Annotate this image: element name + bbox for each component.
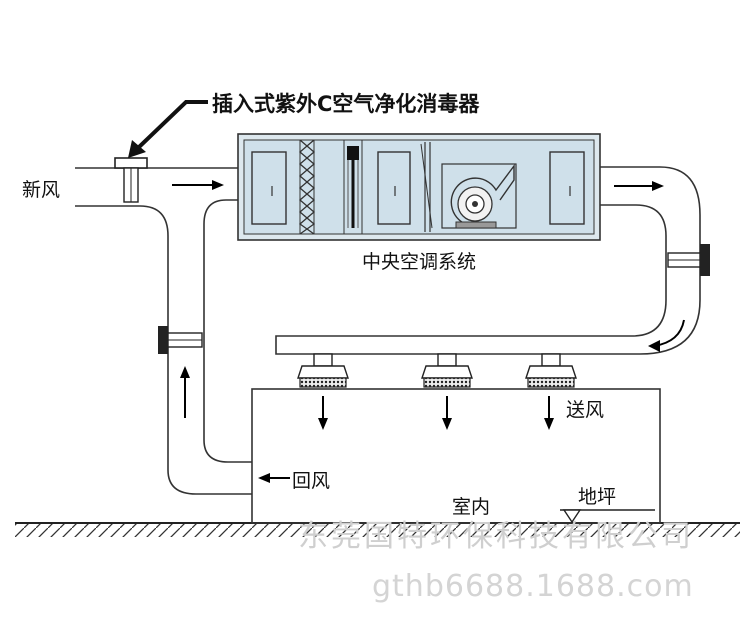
diffusers xyxy=(297,353,577,388)
diffuser xyxy=(421,353,473,388)
watermark-company: 东莞国特环保科技有限公司 xyxy=(298,519,694,554)
watermark-site: gthb6688.1688.com xyxy=(372,569,694,604)
floor-label: 地坪 xyxy=(578,486,616,508)
return-air-label: 回风 xyxy=(292,470,330,492)
arrow-down-icon xyxy=(318,396,328,430)
uv-device-supply xyxy=(667,244,710,276)
diffuser xyxy=(525,353,577,388)
device-title: 插入式紫外C空气净化消毒器 xyxy=(212,92,480,116)
arrow-right-icon xyxy=(172,180,224,190)
uv-device-return xyxy=(158,326,203,354)
supply-air-label: 送风 xyxy=(566,399,604,421)
uv-device-fresh xyxy=(114,157,148,203)
indoor-room xyxy=(251,388,661,524)
arrow-curve-icon xyxy=(648,319,685,352)
central-ac-label: 中央空调系统 xyxy=(362,251,476,273)
arrow-down-icon xyxy=(544,396,554,430)
title-pointer xyxy=(136,100,208,150)
diffuser xyxy=(297,353,349,388)
central-ac-unit xyxy=(237,133,601,241)
uv-lamp xyxy=(343,139,363,235)
flow-arrows xyxy=(172,180,685,483)
floor-marker xyxy=(560,509,655,524)
arrow-left-icon xyxy=(258,473,290,483)
fan-icon xyxy=(441,163,517,229)
indoor-label: 室内 xyxy=(452,496,490,518)
arrow-up-icon xyxy=(180,366,190,418)
supply-air-duct xyxy=(275,166,701,355)
arrow-down-icon xyxy=(442,396,452,430)
return-air-duct xyxy=(203,199,252,463)
arrow-right-icon xyxy=(614,181,664,191)
fresh-air-label: 新风 xyxy=(22,179,60,201)
